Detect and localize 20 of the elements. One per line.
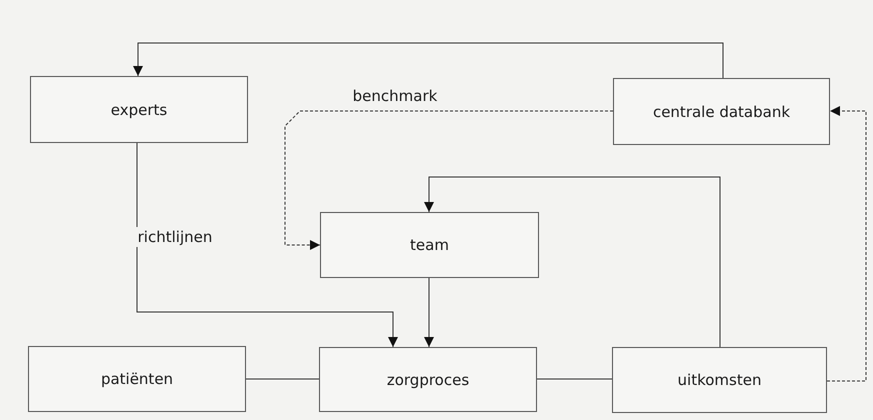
- arrow: [424, 176, 720, 348]
- arrow: [424, 278, 434, 348]
- box-label: patiënten: [100, 370, 174, 388]
- process-box: [612, 347, 827, 413]
- arrow: [826, 106, 866, 382]
- box-label: experts: [110, 100, 168, 118]
- box-label: team: [410, 236, 449, 254]
- process-box: [319, 347, 537, 412]
- box-label: zorgproces: [386, 370, 470, 388]
- arrow: [136, 142, 398, 348]
- process-box: [30, 76, 248, 143]
- connector-line: [246, 378, 320, 380]
- box-label: uitkomsten: [678, 371, 762, 389]
- process-box: [320, 212, 539, 278]
- connector-line: [536, 378, 612, 380]
- process-box: [613, 78, 830, 145]
- arrow: [284, 110, 614, 250]
- arrow: [133, 42, 724, 78]
- box-label: centrale databank: [652, 102, 790, 120]
- process-box: [28, 346, 246, 412]
